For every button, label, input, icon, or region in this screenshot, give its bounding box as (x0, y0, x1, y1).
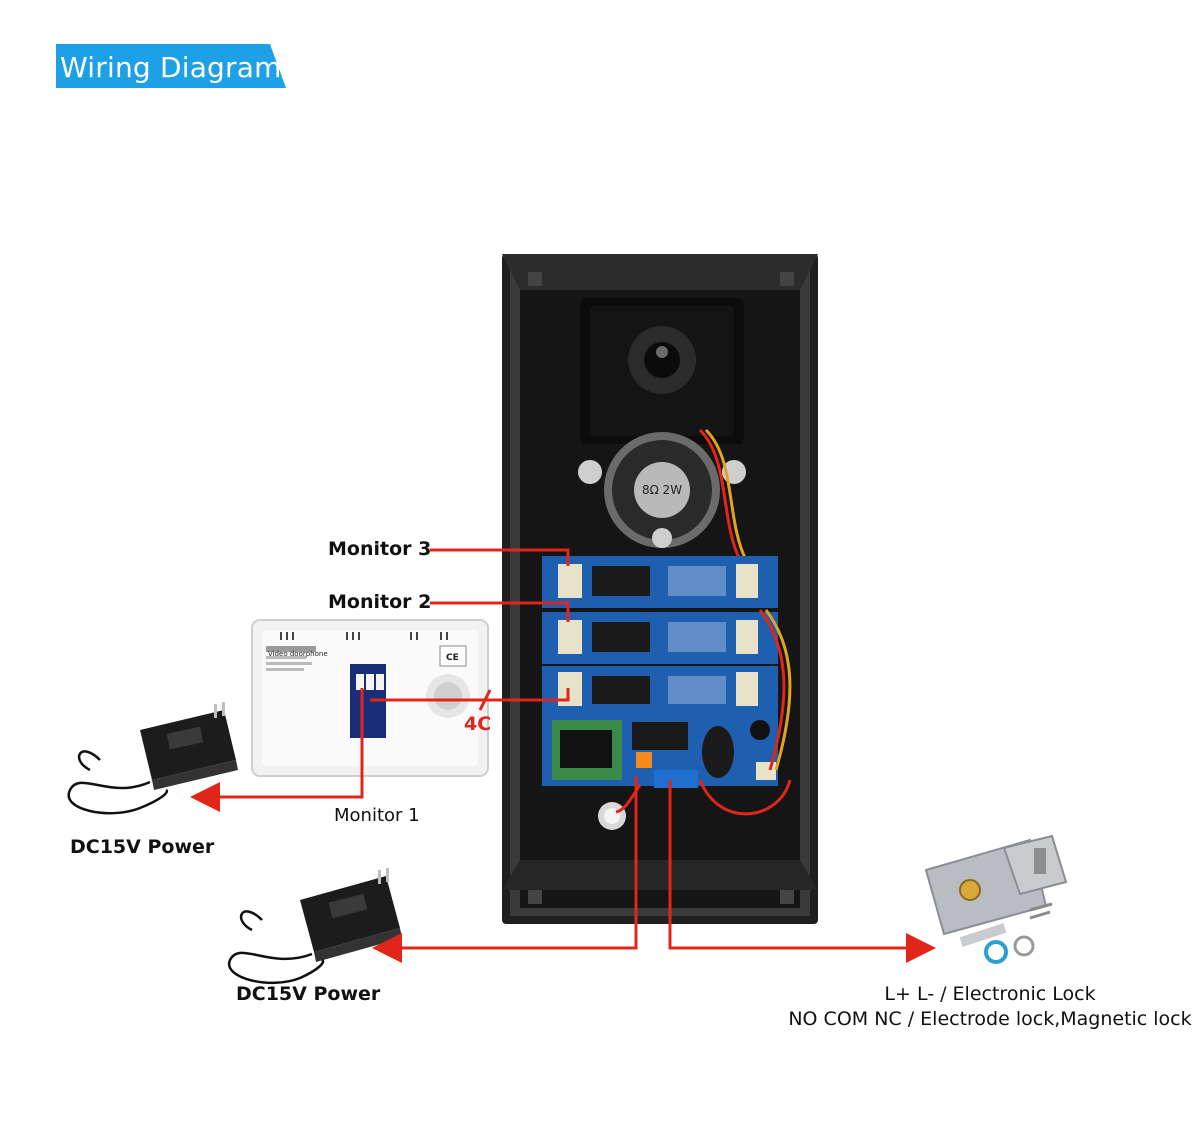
relay-board-1 (542, 666, 778, 716)
electronic-lock (924, 834, 1068, 964)
relay-board-3 (542, 556, 778, 608)
monitor-brand-label: Video doorphone (268, 650, 328, 658)
camera-module (580, 298, 744, 444)
label-lock-line1: L+ L- / Electronic Lock (884, 983, 1096, 1005)
label-power-bottom: DC15V Power (236, 983, 381, 1005)
indoor-monitor (251, 619, 489, 777)
label-monitor2: Monitor 2 (328, 591, 432, 613)
title-banner (56, 44, 286, 88)
label-4c: 4C (464, 713, 492, 735)
wire-monitor-power (190, 688, 364, 812)
page-title: Wiring Diagram (60, 51, 282, 84)
power-adapter-left (67, 702, 238, 815)
ce-mark: CE (446, 653, 459, 663)
power-adapter-bottom (227, 868, 402, 985)
label-monitor1: Monitor 1 (334, 805, 420, 826)
label-power-left: DC15V Power (70, 836, 215, 858)
wire-monitor3 (430, 548, 570, 566)
label-monitor3: Monitor 3 (328, 538, 432, 560)
main-control-board (542, 716, 778, 788)
relay-board-2 (542, 612, 778, 664)
wire-station-power (372, 776, 638, 963)
wire-lock (668, 780, 936, 963)
wire-monitor1 (370, 688, 570, 711)
speaker-rating: 8Ω 2W (642, 483, 682, 497)
speaker (578, 432, 746, 548)
label-lock-line2: NO COM NC / Electrode lock,Magnetic lock (788, 1008, 1192, 1030)
wire-monitor2 (430, 601, 570, 622)
push-button (598, 802, 626, 830)
